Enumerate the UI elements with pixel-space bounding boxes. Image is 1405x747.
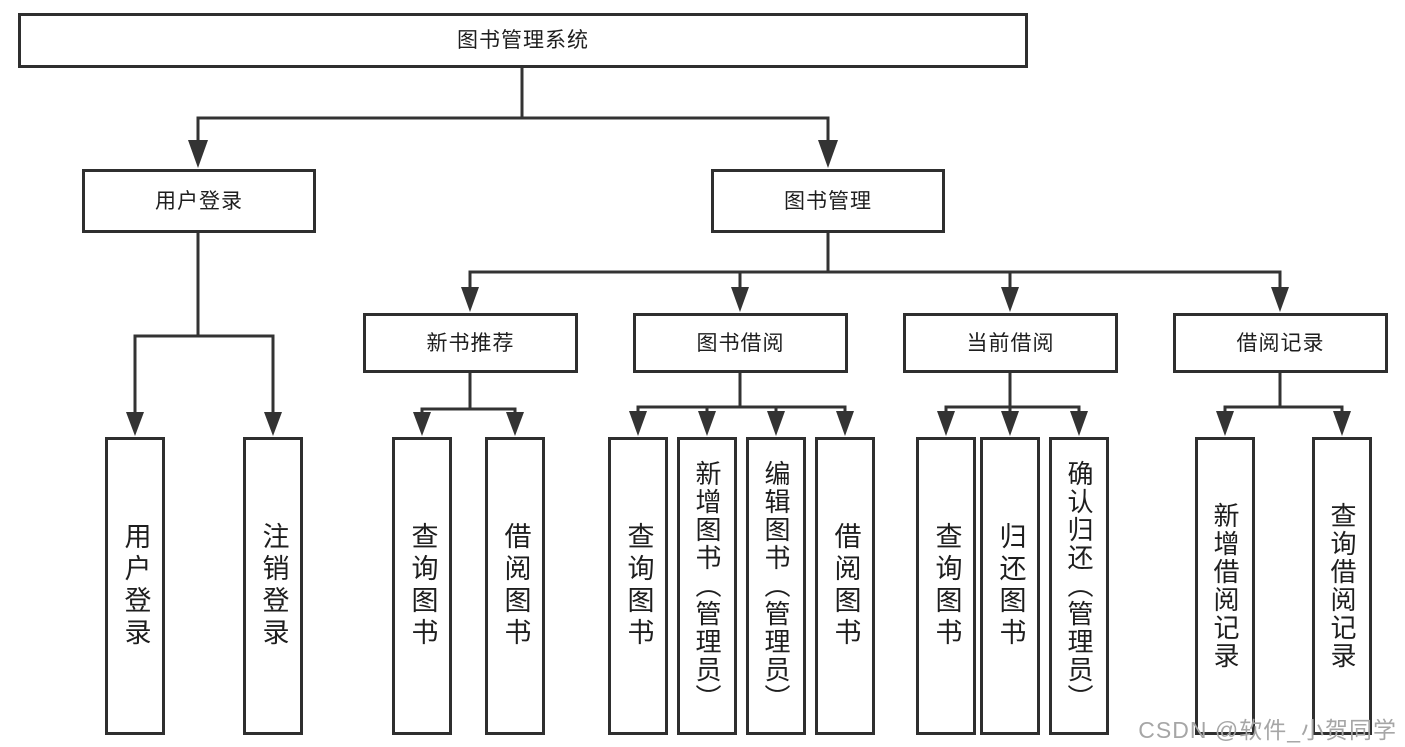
leaf-recommend-query-books: 查询图书 — [392, 437, 452, 735]
connectors-book-borrow-branch — [629, 373, 854, 436]
leaf-recommend-borrow-books-label: 借阅图书 — [500, 522, 531, 650]
connectors-borrow-record-branch — [1216, 373, 1351, 436]
node-book-management: 图书管理 — [711, 169, 945, 233]
leaf-current-query-books: 查询图书 — [916, 437, 976, 735]
connectors-current-borrow-branch — [937, 373, 1088, 436]
leaf-logout-label: 注销登录 — [258, 522, 289, 650]
connectors-user-login-branch — [126, 233, 282, 436]
node-user-login: 用户登录 — [82, 169, 316, 233]
leaf-records-query-borrow-record-label: 查询借阅记录 — [1327, 502, 1357, 670]
leaf-borrowing-add-books-admin: 新增图书（管理员） — [677, 437, 737, 735]
node-book-borrowing: 图书借阅 — [633, 313, 848, 373]
node-new-book-recommendation: 新书推荐 — [363, 313, 578, 373]
leaf-current-confirm-return-admin: 确认归还（管理员） — [1049, 437, 1109, 735]
connectors-book-management-branch — [461, 233, 1289, 312]
leaf-borrowing-edit-books-admin-label: 编辑图书（管理员） — [761, 460, 791, 712]
leaf-recommend-query-books-label: 查询图书 — [407, 522, 438, 650]
leaf-current-return-books-label: 归还图书 — [995, 522, 1026, 650]
leaf-logout: 注销登录 — [243, 437, 303, 735]
leaf-borrowing-add-books-admin-label: 新增图书（管理员） — [692, 460, 722, 712]
leaf-user-login: 用户登录 — [105, 437, 165, 735]
leaf-records-query-borrow-record: 查询借阅记录 — [1312, 437, 1372, 735]
leaf-current-return-books: 归还图书 — [980, 437, 1040, 735]
leaf-recommend-borrow-books: 借阅图书 — [485, 437, 545, 735]
leaf-records-add-borrow-record: 新增借阅记录 — [1195, 437, 1255, 735]
node-current-borrowing: 当前借阅 — [903, 313, 1118, 373]
leaf-borrowing-query-books-label: 查询图书 — [623, 522, 654, 650]
connectors-new-rec-branch — [413, 373, 524, 436]
leaf-records-add-borrow-record-label: 新增借阅记录 — [1210, 502, 1240, 670]
leaf-borrowing-query-books: 查询图书 — [608, 437, 668, 735]
node-library-management-system: 图书管理系统 — [18, 13, 1028, 68]
csdn-watermark: CSDN @软件_小贺同学 — [1138, 717, 1397, 743]
leaf-borrowing-borrow-books: 借阅图书 — [815, 437, 875, 735]
leaf-borrowing-borrow-books-label: 借阅图书 — [830, 522, 861, 650]
leaf-user-login-label: 用户登录 — [120, 522, 151, 650]
leaf-current-query-books-label: 查询图书 — [931, 522, 962, 650]
node-borrowing-records: 借阅记录 — [1173, 313, 1388, 373]
connectors-root-to-level2 — [188, 67, 838, 168]
leaf-borrowing-edit-books-admin: 编辑图书（管理员） — [746, 437, 806, 735]
leaf-current-confirm-return-admin-label: 确认归还（管理员） — [1064, 460, 1094, 712]
